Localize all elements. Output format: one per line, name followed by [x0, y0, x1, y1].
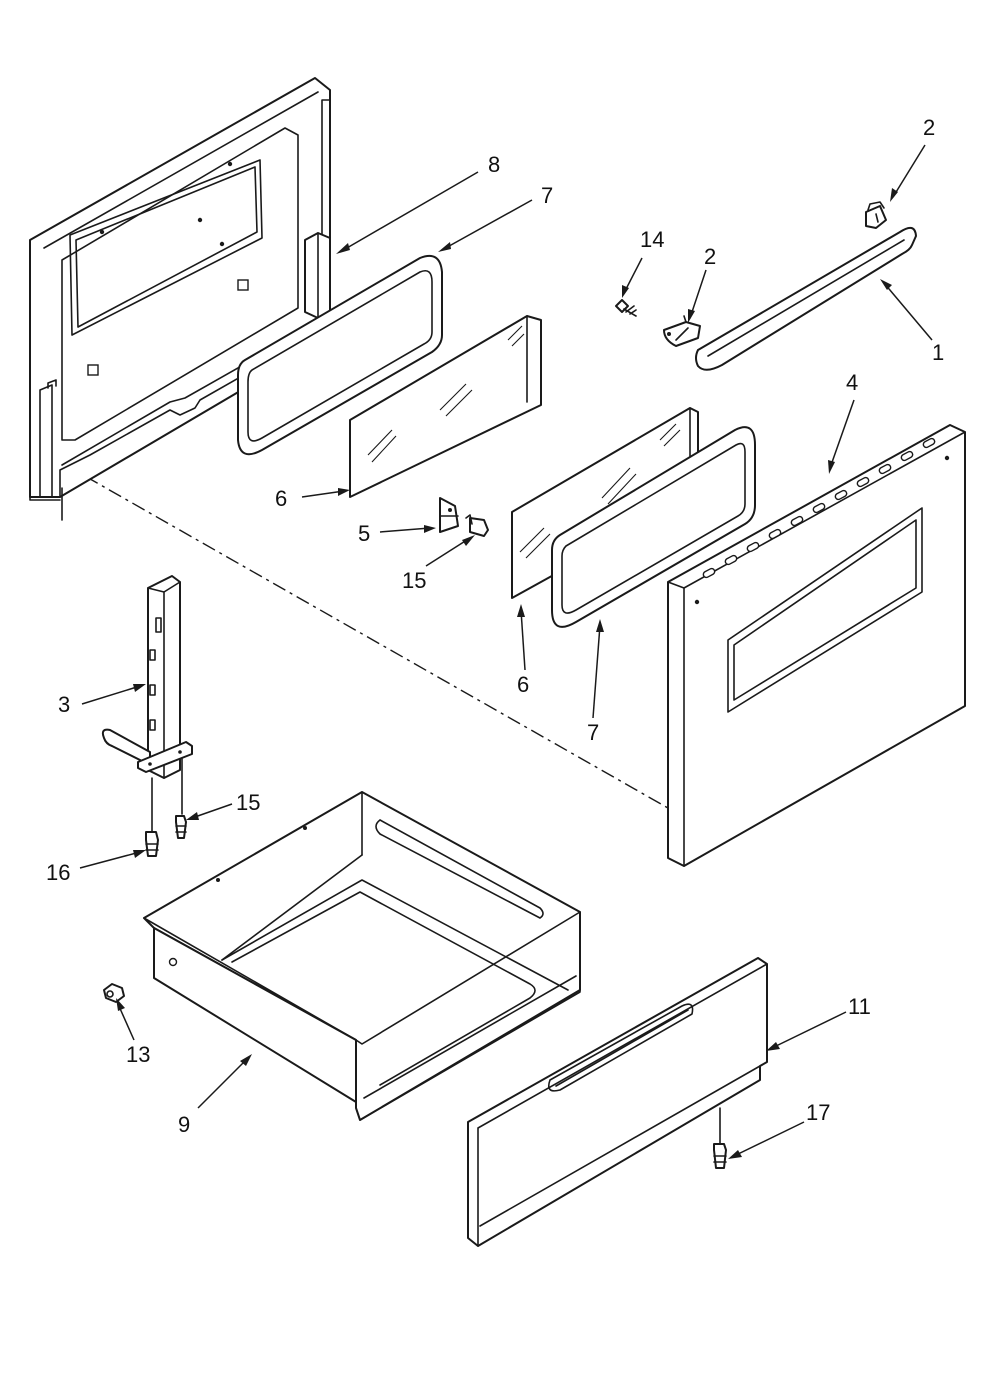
handle-screw	[615, 299, 637, 317]
slide-screw	[145, 757, 183, 857]
drawer-front-panel	[467, 957, 768, 1247]
outer-door-panel	[667, 424, 966, 867]
callout-6-right: 6	[517, 672, 529, 697]
glass-gasket-left	[237, 254, 443, 456]
callout-11: 11	[848, 994, 871, 1019]
panel-screw	[713, 1107, 727, 1169]
inner-door-liner	[29, 77, 331, 521]
callout-15-center: 15	[402, 568, 426, 593]
callout-2-left: 2	[704, 244, 716, 269]
screw-15-slide	[175, 815, 187, 839]
door-handle	[695, 226, 917, 371]
callout-8: 8	[488, 152, 500, 177]
storage-drawer	[143, 791, 581, 1121]
callout-9: 9	[178, 1112, 190, 1137]
callout-4: 4	[846, 370, 858, 395]
callout-13: 13	[126, 1042, 150, 1067]
vent-slots	[702, 437, 936, 579]
glass-retainer-clip	[439, 497, 459, 533]
callout-6-left: 6	[275, 486, 287, 511]
callout-15-slide: 15	[236, 790, 260, 815]
callout-labels: 8 7 2 14 2 1 4 6 5 15 6 7 3 15 16 13 9 1…	[46, 115, 944, 1137]
door-glass-left	[349, 315, 542, 498]
callout-5: 5	[358, 521, 370, 546]
drawer-bolt	[103, 983, 125, 1003]
handle-end-cap-left	[663, 315, 701, 347]
leader-lines	[79, 144, 933, 1159]
handle-end-cap-right	[865, 201, 887, 229]
glass-gasket-right	[551, 426, 756, 628]
callout-14: 14	[640, 227, 664, 252]
callout-17: 17	[806, 1100, 830, 1125]
callout-3: 3	[58, 692, 70, 717]
callout-2-right: 2	[923, 115, 935, 140]
callout-7-bottom: 7	[587, 720, 599, 745]
alignment-dashed-line	[61, 462, 669, 809]
screw-15-center	[465, 514, 489, 537]
callout-7-top: 7	[541, 183, 553, 208]
callout-1: 1	[932, 340, 944, 365]
drawer-slide	[101, 575, 193, 779]
callout-16: 16	[46, 860, 70, 885]
